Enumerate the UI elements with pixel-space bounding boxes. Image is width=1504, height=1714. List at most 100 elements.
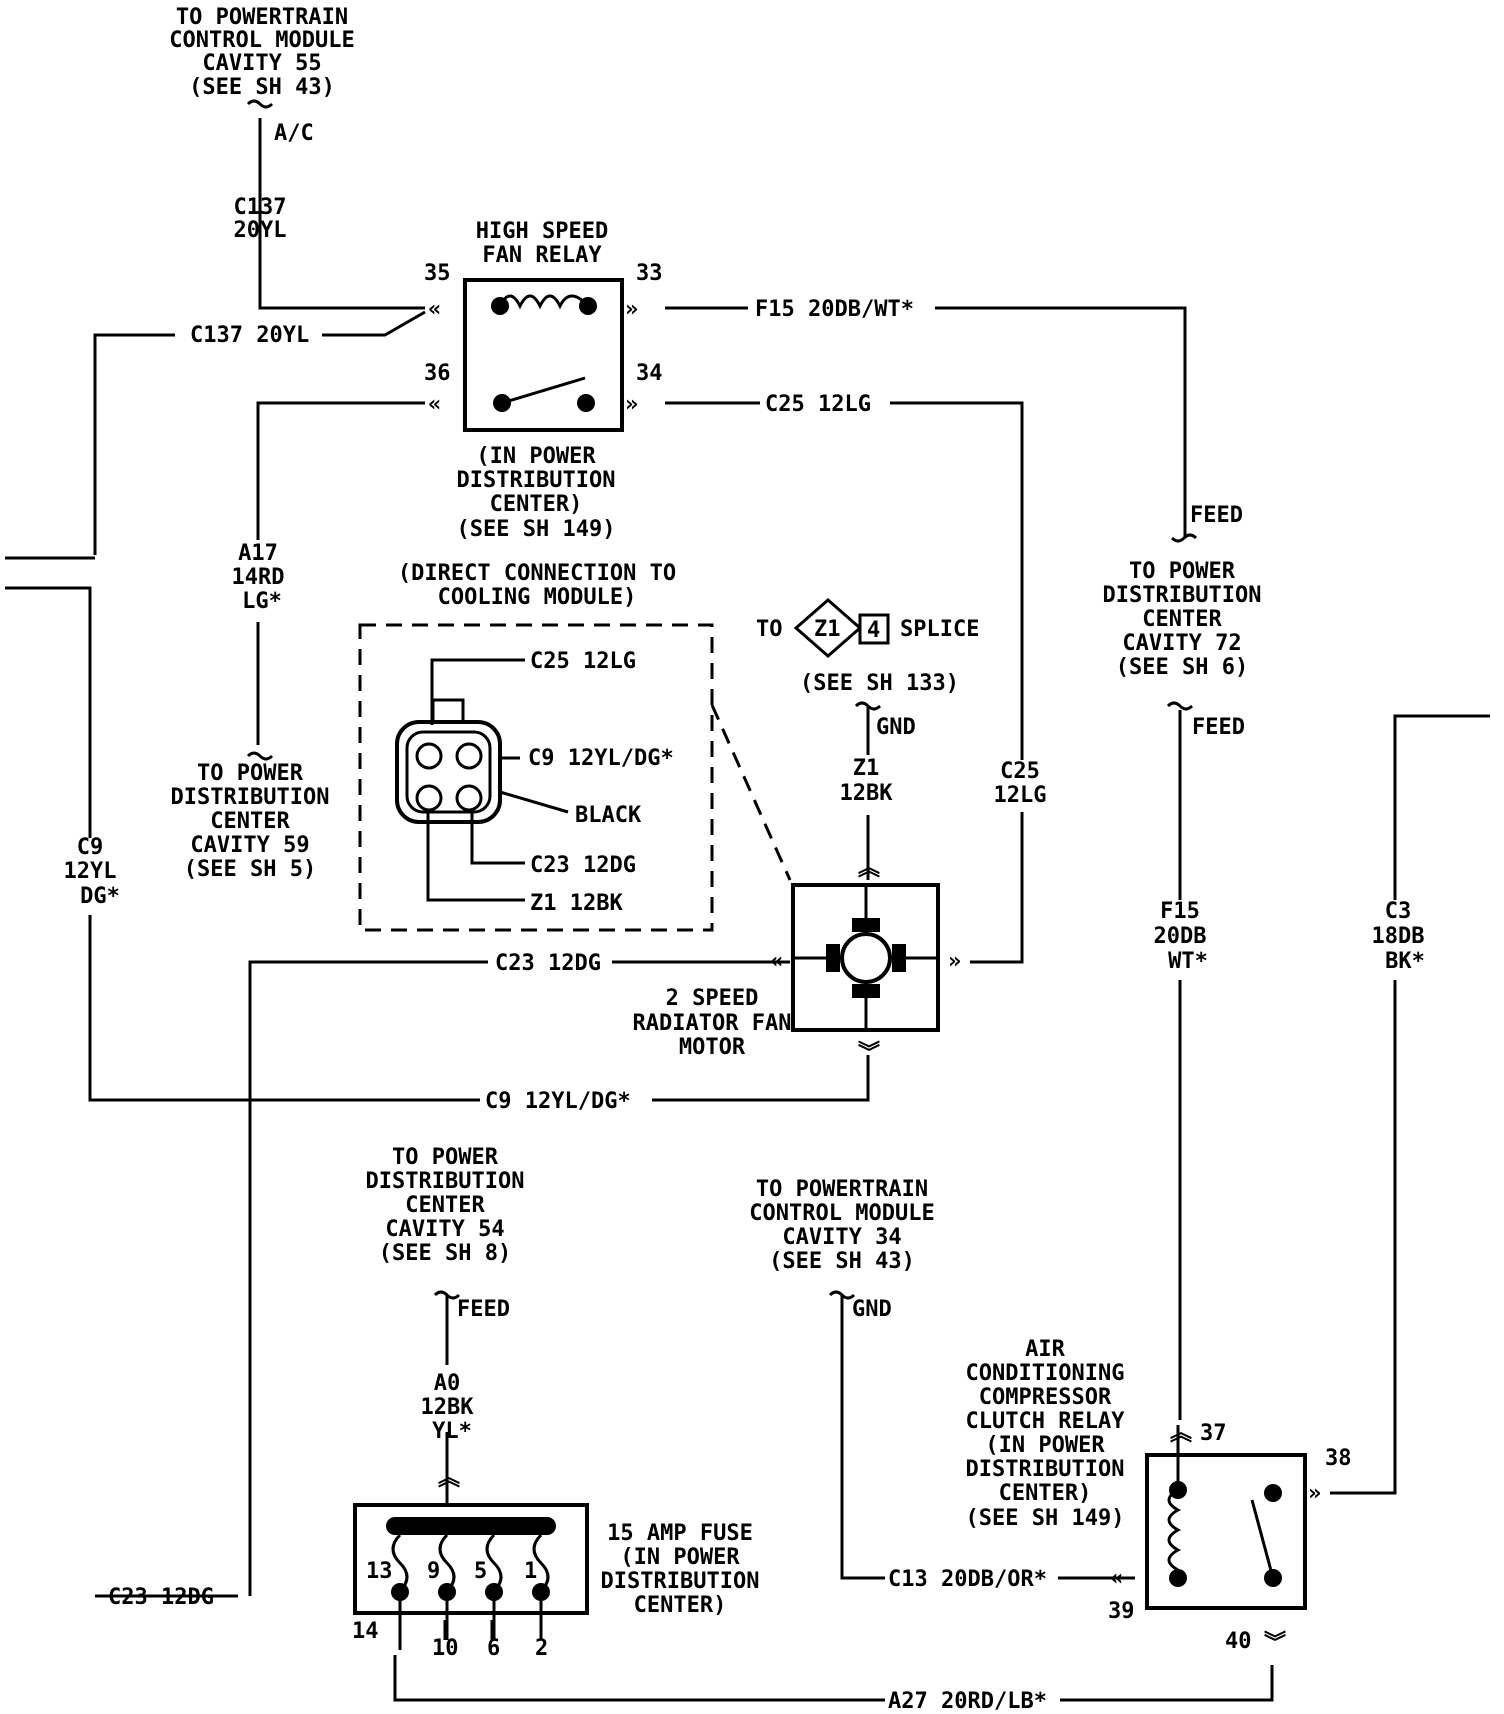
wire-c3-a bbox=[1393, 714, 1490, 900]
c9-left-3: DG* bbox=[80, 884, 120, 909]
gnd-label-2: GND bbox=[852, 1297, 892, 1322]
pcm-top-label-3: CAVITY 55 bbox=[202, 51, 321, 76]
wires bbox=[5, 118, 1490, 1702]
pdc59-1: TO POWER bbox=[197, 761, 304, 786]
motor-1: 2 SPEED bbox=[666, 986, 759, 1011]
pdc54-4: CAVITY 54 bbox=[385, 1217, 504, 1242]
relay-note-1: (IN POWER bbox=[476, 444, 596, 469]
c9-bottom-label: C9 12YL/DG* bbox=[485, 1089, 631, 1114]
svg-text:«: « bbox=[1110, 1566, 1123, 1591]
ac-relay-3: COMPRESSOR bbox=[979, 1385, 1112, 1410]
ac-relay-4: CLUTCH RELAY bbox=[966, 1409, 1126, 1434]
to-label: TO bbox=[756, 617, 783, 642]
direct-2: COOLING MODULE) bbox=[438, 585, 637, 610]
f15-top-label: F15 20DB/WT* bbox=[755, 297, 914, 322]
ac-relay-2: CONDITIONING bbox=[966, 1361, 1125, 1386]
pin-40: 40 bbox=[1225, 1629, 1252, 1654]
pin-39: 39 bbox=[1108, 1599, 1135, 1624]
labels: TO POWERTRAIN CONTROL MODULE CAVITY 55 (… bbox=[64, 5, 1425, 1714]
z1-in-diamond: Z1 bbox=[814, 617, 841, 642]
a17-3: LG* bbox=[242, 589, 282, 614]
c137-h-label: C137 20YL bbox=[190, 323, 309, 348]
pdc72-5: (SEE SH 6) bbox=[1116, 655, 1248, 680]
wire-left-entry-2 bbox=[5, 586, 92, 838]
pcm-top-label-4: (SEE SH 43) bbox=[189, 75, 335, 100]
svg-text:︽: ︽ bbox=[438, 1466, 460, 1491]
pdc54-2: DISTRIBUTION bbox=[366, 1169, 525, 1194]
svg-text:»: » bbox=[948, 949, 961, 974]
c23-bottom-label: C23 12DG bbox=[108, 1585, 214, 1610]
see-133: (SEE SH 133) bbox=[800, 671, 959, 696]
wire-a17-a bbox=[256, 401, 425, 540]
relay-note-3: CENTER) bbox=[490, 492, 583, 517]
pcm34-4: (SEE SH 43) bbox=[769, 1249, 915, 1274]
fuse-pin-10: 10 bbox=[432, 1636, 459, 1661]
fuse-pin-9: 9 bbox=[427, 1559, 440, 1584]
pin-38: 38 bbox=[1325, 1446, 1352, 1471]
f15-v-1: F15 bbox=[1160, 899, 1200, 924]
four-label: 4 bbox=[867, 618, 880, 643]
wire-a27-a bbox=[393, 1655, 885, 1702]
wire-c137-join bbox=[322, 310, 426, 337]
svg-text:»: » bbox=[1308, 1481, 1321, 1506]
c9-left-1: C9 bbox=[77, 835, 104, 860]
svg-text:«: « bbox=[428, 297, 441, 322]
z1-v-1: Z1 bbox=[853, 756, 880, 781]
svg-text:»: » bbox=[625, 297, 638, 322]
pdc54-5: (SEE SH 8) bbox=[379, 1241, 511, 1266]
ac-relay-8: (SEE SH 149) bbox=[966, 1506, 1125, 1531]
fuse-pin-13: 13 bbox=[366, 1559, 393, 1584]
pin-37: 37 bbox=[1200, 1421, 1227, 1446]
pcm-top-label-1: TO POWERTRAIN bbox=[176, 5, 348, 30]
pin-35: 35 bbox=[424, 261, 451, 286]
high-speed-fan-relay: « » « » bbox=[428, 278, 638, 432]
wire-c137-20yl bbox=[258, 118, 425, 310]
relay-switch-icon bbox=[501, 376, 586, 405]
svg-text:︽: ︽ bbox=[1170, 1421, 1192, 1446]
pdc59-3: CENTER bbox=[210, 809, 290, 834]
c13-label: C13 20DB/OR* bbox=[888, 1567, 1047, 1592]
c25-v-1: C25 bbox=[1000, 759, 1040, 784]
pdc59-2: DISTRIBUTION bbox=[171, 785, 330, 810]
c25-v-2: 12LG bbox=[994, 783, 1047, 808]
fuse-15-amp bbox=[353, 1503, 589, 1650]
motor-3: MOTOR bbox=[679, 1035, 746, 1060]
pdc72-2: DISTRIBUTION bbox=[1103, 583, 1262, 608]
relay-title-2: FAN RELAY bbox=[482, 243, 602, 268]
conn-z1: Z1 12BK bbox=[530, 891, 623, 916]
fuse-pin-6: 6 bbox=[487, 1636, 500, 1661]
ac-relay-5: (IN POWER bbox=[985, 1433, 1105, 1458]
svg-text:«: « bbox=[428, 392, 441, 417]
relay-note-2: DISTRIBUTION bbox=[457, 468, 616, 493]
z1-v-2: 12BK bbox=[840, 781, 894, 806]
pdc59-5: (SEE SH 5) bbox=[184, 857, 316, 882]
c3-v-2: 18DB bbox=[1372, 924, 1425, 949]
wire-c9-left bbox=[88, 915, 480, 1102]
pdc54-3: CENTER bbox=[405, 1193, 485, 1218]
fuse-1: 15 AMP FUSE bbox=[607, 1521, 753, 1546]
direct-1: (DIRECT CONNECTION TO bbox=[398, 561, 676, 586]
wire-c9-bottom bbox=[652, 1055, 870, 1102]
a0-2: 12BK bbox=[421, 1395, 475, 1420]
pcm-top-label-2: CONTROL MODULE bbox=[169, 28, 354, 53]
relay-note-4: (SEE SH 149) bbox=[457, 517, 616, 542]
c3-v-3: BK* bbox=[1385, 949, 1425, 974]
f15-v-3: WT* bbox=[1168, 949, 1208, 974]
pin-36: 36 bbox=[424, 361, 451, 386]
a0-3: YL* bbox=[432, 1419, 472, 1444]
svg-text:︾: ︾ bbox=[1264, 1630, 1286, 1656]
feed-label-1: FEED bbox=[1190, 503, 1243, 528]
splice-z1 bbox=[793, 598, 890, 658]
svg-text:»: » bbox=[625, 392, 638, 417]
pcm34-1: TO POWERTRAIN bbox=[756, 1177, 928, 1202]
pin-33: 33 bbox=[636, 261, 663, 286]
relay-coil-icon bbox=[498, 294, 590, 310]
feed-label-2: FEED bbox=[1192, 715, 1245, 740]
a17-2: 14RD bbox=[232, 565, 285, 590]
fuse-pin-5: 5 bbox=[474, 1559, 487, 1584]
pdc72-4: CAVITY 72 bbox=[1122, 631, 1241, 656]
feed-label-3: FEED bbox=[457, 1297, 510, 1322]
radiator-fan-motor: ︽ « » ︾ bbox=[770, 856, 961, 1066]
conn-black: BLACK bbox=[575, 803, 642, 828]
